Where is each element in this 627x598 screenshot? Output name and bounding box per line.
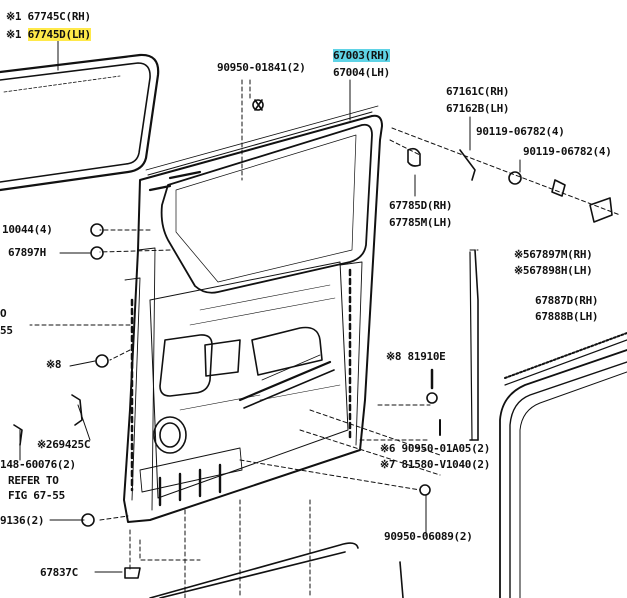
label-67887d: 67887D(RH)	[535, 294, 599, 307]
label-67897m: ※567897M(RH)	[514, 248, 593, 261]
label-fragment-o: O	[0, 307, 7, 320]
label-67004: 67004(LH)	[333, 66, 390, 79]
fasteners	[13, 99, 613, 598]
label-67745d-part: 67745D(LH)	[27, 28, 91, 41]
label-90119-06782-a: 90119-06782(4)	[476, 125, 565, 138]
label-90950-01a05: ※6 90950-01A05(2)	[380, 442, 491, 455]
label-81580: ※7 81580-V1040(2)	[380, 458, 491, 471]
label-90950-06089: 90950-06089(2)	[384, 530, 473, 543]
label-refer-to: REFER TO	[8, 474, 59, 487]
label-148-60076: 148-60076(2)	[0, 458, 76, 471]
label-67897h: 67897H	[8, 246, 46, 259]
label-67745d: ※1 67745D(LH)	[6, 28, 91, 41]
door-glass	[0, 53, 160, 192]
label-fig-67-55: FIG 67-55	[8, 489, 65, 502]
door-weatherstrip	[469, 249, 479, 441]
label-67161c: 67161C(RH)	[446, 85, 510, 98]
label-67898h: ※567898H(LH)	[514, 264, 593, 277]
label-67785d: 67785D(RH)	[389, 199, 453, 212]
label-67745d-prefix: ※1	[6, 28, 28, 41]
label-fragment-55: 55	[0, 324, 13, 337]
door-panel	[123, 105, 383, 523]
label-10044: 10044(4)	[2, 223, 53, 236]
label-9136: 9136(2)	[0, 514, 45, 527]
label-67162b: 67162B(LH)	[446, 102, 510, 115]
label-note-8: ※8	[46, 358, 62, 371]
label-81910e: ※8 81910E	[386, 350, 446, 363]
label-69425c: ※269425C	[37, 438, 91, 451]
label-90950-01841: 90950-01841(2)	[217, 61, 306, 74]
label-67003: 67003(RH)	[333, 49, 390, 62]
label-90119-06782-b: 90119-06782(4)	[523, 145, 612, 158]
body-opening-frame	[499, 332, 627, 598]
label-67837c: 67837C	[40, 566, 78, 579]
label-67785m: 67785M(LH)	[389, 216, 453, 229]
label-67745c: ※1 67745C(RH)	[6, 10, 91, 23]
label-67888b: 67888B(LH)	[535, 310, 599, 323]
